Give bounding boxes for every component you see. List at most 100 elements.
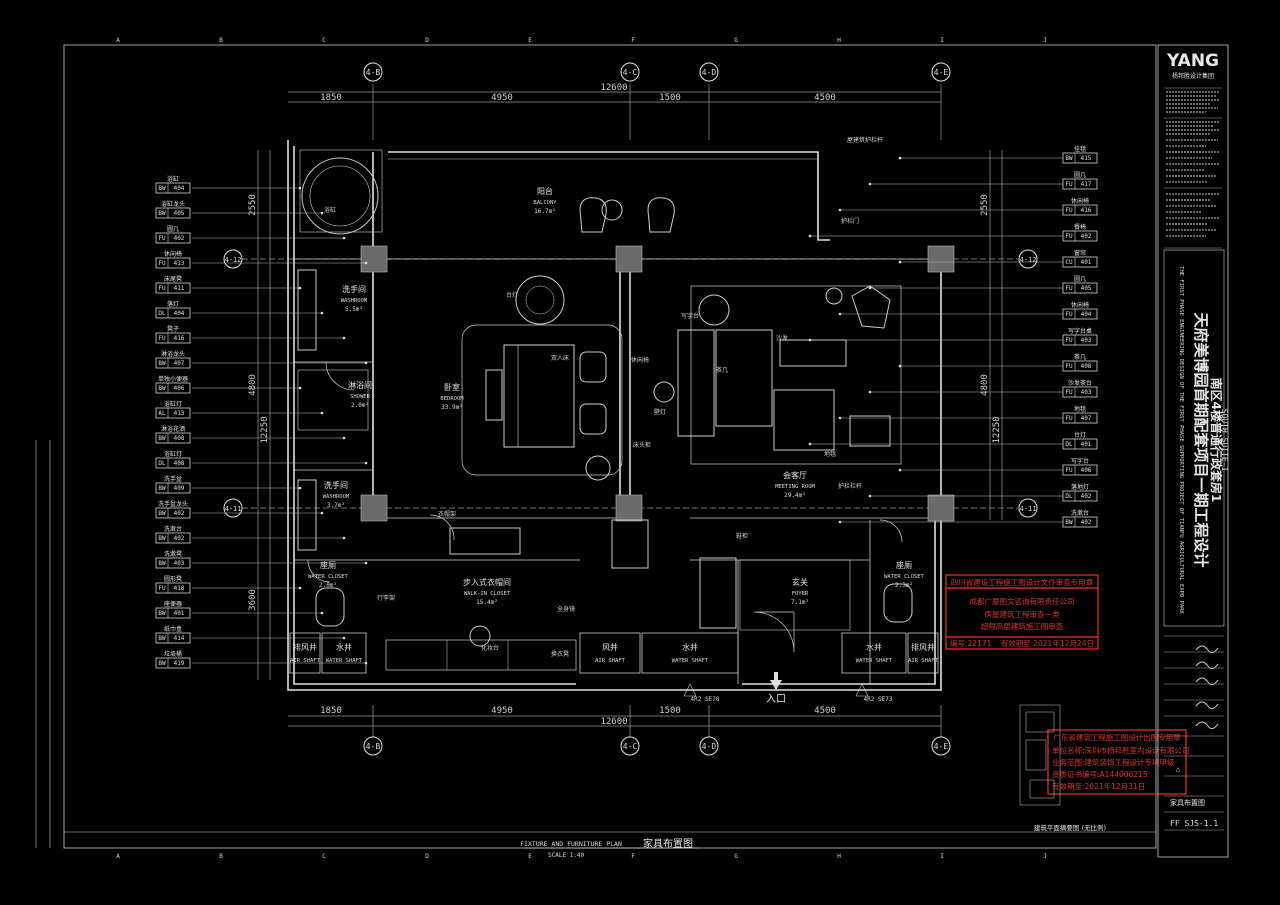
- tag-code-number: 407: [174, 360, 185, 367]
- tag-code-prefix: FU: [158, 585, 166, 592]
- column: [927, 494, 955, 522]
- tag-code-number: 418: [174, 585, 185, 592]
- tag-code-number: 402: [174, 235, 185, 242]
- room-name-en: WATER CLOSET: [308, 574, 348, 580]
- dim-bottom-seg-1: 1850: [320, 706, 342, 716]
- vanity: [297, 479, 317, 551]
- tag-description-cn: 餐椅: [1074, 223, 1086, 231]
- tag-code-prefix: BW: [158, 185, 166, 192]
- grid-top: 4-B 4-C 4-D 4-E: [363, 62, 951, 140]
- entrance-arrow-icon: [770, 672, 782, 690]
- dim-bottom-seg-2: 4950: [491, 706, 513, 716]
- walls: [287, 140, 942, 691]
- vanity: [297, 269, 317, 351]
- border-letter-bottom: I: [940, 853, 944, 860]
- tag-description-cn: 台灯: [1074, 431, 1086, 439]
- tag-code-number: 407: [1081, 415, 1092, 422]
- tag-code-number: 402: [1081, 519, 1092, 526]
- grid-label-4-11-right: 4-11: [1020, 505, 1037, 513]
- tag-code-number: 404: [1081, 311, 1092, 318]
- tag-description-cn: 休闲椅: [164, 250, 182, 258]
- approval-stamp-sichuan: 四川省建设工程施工图设计文件审查专用章 成都广厦图文咨询有限责任公司 房屋建筑工…: [945, 574, 1099, 650]
- inner-furniture-labels: 屋建筑护栏杆护栏门护栏栏杆浴缸双人床床头柜台灯休闲椅写字台茶几壁灯衣帽架全身镜沙…: [324, 136, 883, 658]
- tag-code-number: 403: [1081, 389, 1092, 396]
- border-letter-bottom: D: [425, 853, 429, 860]
- grid-bubble-4d-top: [699, 62, 719, 82]
- shaft-label-cn: 水井: [866, 642, 882, 652]
- double-bed: [503, 344, 575, 448]
- balcony-chair: [647, 197, 675, 233]
- key-plan: 建筑平面摘要图 (无比例): [1019, 704, 1106, 832]
- room-name-en: WASHROOM: [341, 298, 368, 304]
- shaft-label-en: AIR SHAFT: [290, 658, 320, 664]
- tag-code-prefix: BW: [158, 210, 166, 217]
- bedroom-rug: [461, 324, 623, 476]
- grid-label-4e-bottom: 4-E: [934, 742, 949, 751]
- room-area: 33.9m²: [441, 404, 463, 411]
- foyer-rug: [739, 559, 851, 631]
- dimensions-left: 2550 4800 3600 12250: [248, 150, 271, 680]
- grid-label-4d-top: 4-D: [702, 68, 717, 77]
- shoe-cabinet: [699, 557, 737, 629]
- tag-description-cn: 凳子: [167, 325, 179, 333]
- tag-code-prefix: BW: [158, 485, 166, 492]
- tag-code-prefix: DL: [1065, 493, 1073, 500]
- furniture-label: 床头柜: [633, 441, 651, 449]
- tag-code-prefix: BW: [158, 660, 166, 667]
- tag-code-number: 414: [174, 635, 185, 642]
- entrance-marker: 入口 4R2 SE78 4R2 SE73: [683, 672, 893, 705]
- toilet: [883, 583, 913, 623]
- tag-code-prefix: BW: [158, 360, 166, 367]
- dim-top-total: 12600: [600, 83, 627, 93]
- tag-code-prefix: DL: [158, 310, 166, 317]
- tag-code-number: 401: [1081, 441, 1092, 448]
- leader-tag: DL 401 台灯: [808, 431, 1098, 450]
- tag-description-cn: 洗手盆龙头: [158, 500, 188, 508]
- room-area: 2.0m²: [319, 582, 337, 589]
- tag-code-prefix: DL: [1065, 441, 1073, 448]
- shaft-label-en: WATER SHAFT: [326, 658, 363, 664]
- tag-code-prefix: FU: [1065, 337, 1073, 344]
- grid-bubble-4-11-left: [223, 498, 243, 518]
- shaft-label-en: AIR SHAFT: [595, 658, 625, 664]
- furniture: [297, 149, 913, 671]
- border-letter-top: G: [734, 37, 738, 44]
- dim-top-seg-3: 1500: [659, 93, 681, 103]
- grid-label-4-12-left: 4-12: [225, 256, 242, 264]
- tag-code-number: 403: [174, 560, 185, 567]
- shaft-label-cn: 风井: [602, 642, 618, 652]
- border-letter-bottom: E: [528, 853, 532, 860]
- shower: [297, 369, 369, 431]
- dim-top-seg-2: 4950: [491, 93, 513, 103]
- furniture-label: 屋建筑护栏杆: [847, 136, 883, 144]
- furniture-label: 衣帽架: [438, 510, 456, 518]
- room-area: 5.5m²: [345, 306, 363, 313]
- grid-bubble-4b-top: [363, 62, 383, 82]
- svg-text:成都广厦图文咨询有限责任公司: 成都广厦图文咨询有限责任公司: [970, 596, 1075, 606]
- tag-code-number: 404: [174, 310, 185, 317]
- room-name-cn: 座厕: [320, 560, 336, 570]
- approval-stamp-guangdong: 广东省建筑工程施工图设计出图专用章 单位名称:深圳市杨邦胜室内设计有限公司 业务…: [1047, 729, 1190, 795]
- bedside-chair: [579, 351, 607, 383]
- company-logo: YANG: [1166, 51, 1219, 71]
- dim-left-seg-3: 3600: [248, 589, 258, 611]
- room-area: 7.1m²: [791, 599, 809, 606]
- project-title-en: THE FIRST PHASE ENGINEERING DESIGN OF TH…: [1178, 266, 1184, 614]
- tag-code-prefix: BW: [158, 635, 166, 642]
- tag-code-number: 417: [1081, 181, 1092, 188]
- tag-code-number: 413: [174, 410, 185, 417]
- grid-bubble-4c-bottom: [620, 736, 640, 756]
- grid-bubble-4e-top: [931, 62, 951, 82]
